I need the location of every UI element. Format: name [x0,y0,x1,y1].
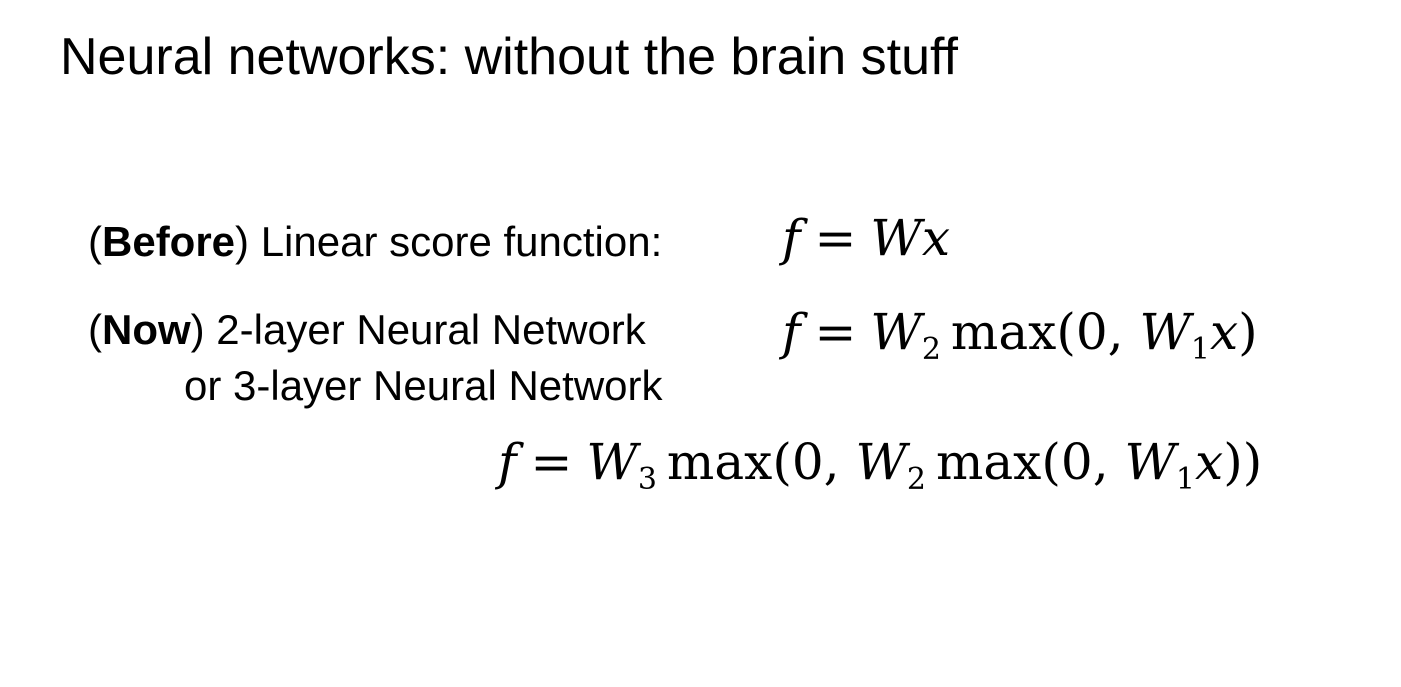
eq-x: x [921,209,951,267]
eq-f: f [498,433,517,491]
eq-w3: W [586,433,638,491]
slide-title: Neural networks: without the brain stuff [60,28,958,86]
now-description: ) 2-layer Neural Network [190,306,646,353]
eq-x: x [1209,303,1239,361]
before-open-paren: ( [88,218,102,265]
eq-w2: W [855,433,907,491]
eq-max: max [950,303,1057,361]
eq-sub-1: 1 [1175,462,1195,497]
eq-open-outer: (0, [772,433,856,491]
or-line: or 3-layer Neural Network [184,362,663,409]
before-description: ) Linear score function: [235,218,663,265]
eq-sub-2: 2 [921,332,941,367]
eq-sub-3: 3 [637,462,657,497]
now-label: Now [102,306,191,353]
before-line: (Before) Linear score function: [88,218,662,266]
eq-equals: = [530,433,573,491]
eq-equals: = [814,303,857,361]
eq-close: ) [1238,303,1258,361]
eq-open: (0, [1056,303,1140,361]
eq-sub-1: 1 [1190,332,1210,367]
eq-f: f [782,303,801,361]
eq-equals: = [814,209,857,267]
eq-max-outer: max [666,433,773,491]
eq-max-inner: max [935,433,1042,491]
linear-score-equation: f=Wx [782,208,950,268]
now-open-paren: ( [88,306,102,353]
eq-w1: W [1124,433,1176,491]
eq-w1: W [1139,303,1191,361]
eq-x: x [1194,433,1224,491]
eq-open-inner: (0, [1041,433,1125,491]
now-line: (Now) 2-layer Neural Network [88,306,646,354]
eq-w: W [870,209,922,267]
eq-sub-2: 2 [906,462,926,497]
eq-w2: W [870,303,922,361]
eq-close: )) [1223,433,1263,491]
eq-f: f [782,209,801,267]
before-label: Before [102,218,236,265]
